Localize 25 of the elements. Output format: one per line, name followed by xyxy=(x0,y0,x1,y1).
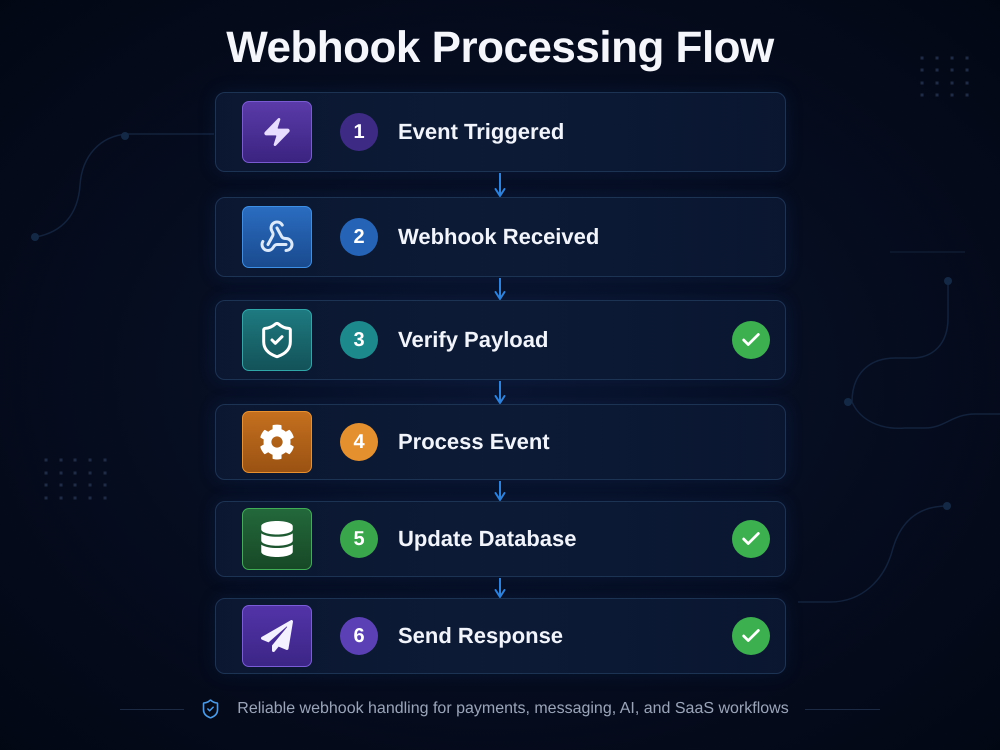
step-number: 6 xyxy=(340,617,378,655)
step-label: Event Triggered xyxy=(398,118,564,146)
arrow xyxy=(494,578,506,598)
title: Webhook Processing Flow xyxy=(226,22,774,74)
arrow xyxy=(494,381,506,404)
step-card xyxy=(215,404,786,480)
step-card xyxy=(215,92,786,172)
step-label: Process Event xyxy=(398,428,550,456)
step-card xyxy=(215,300,786,380)
step-card xyxy=(215,501,786,577)
step-label: Send Response xyxy=(398,622,564,650)
step-number: 1 xyxy=(340,113,378,151)
step-card xyxy=(215,197,786,277)
step-label: Verify Payload xyxy=(398,326,548,354)
step-card xyxy=(215,598,786,674)
arrow xyxy=(494,278,506,300)
caption: Reliable webhook handling for payments, messaging, AI, and SaaS workflows xyxy=(237,699,789,719)
step-label: Webhook Received xyxy=(398,223,600,251)
step-number: 4 xyxy=(340,423,378,461)
step-number: 2 xyxy=(340,218,378,256)
step-number: 5 xyxy=(340,520,378,558)
arrow xyxy=(494,481,506,501)
step-number: 3 xyxy=(340,321,378,359)
arrow xyxy=(494,173,506,197)
step-label: Update Database xyxy=(398,525,577,553)
